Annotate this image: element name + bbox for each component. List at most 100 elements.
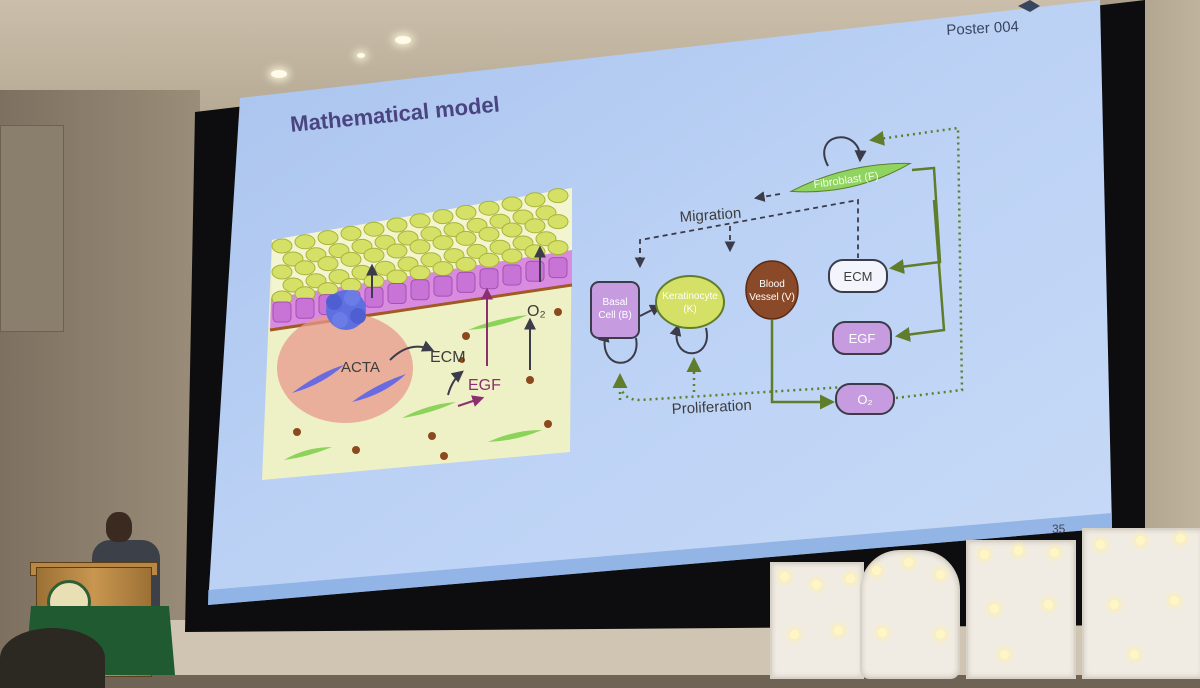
migration-label: Migration — [679, 205, 742, 226]
marquee-bulb — [1014, 546, 1023, 555]
keratinocyte-cell — [478, 252, 500, 268]
marquee-bulb — [1096, 540, 1105, 549]
marquee-bulb — [812, 580, 821, 589]
egf-label: EGF — [468, 377, 501, 394]
egf-node-label: EGF — [849, 331, 876, 346]
keratinocyte-cell — [547, 188, 569, 204]
speaker-head — [106, 512, 132, 542]
keratinocyte-node — [655, 275, 725, 329]
blood-vessel-to-o2 — [770, 320, 835, 410]
marquee-bulb — [1130, 650, 1139, 659]
ceiling-light — [395, 36, 411, 44]
keratinocyte-cell — [340, 225, 362, 241]
wound-illustration: ACTA ECM EGF O₂ — [262, 188, 573, 480]
cluster-mass — [326, 290, 366, 330]
basal-cell — [502, 264, 522, 286]
marquee-bulb — [1136, 536, 1145, 545]
marquee-bulb — [780, 572, 789, 581]
wall-panel — [0, 125, 64, 332]
basal-cell — [364, 286, 384, 308]
marquee-bulb — [1176, 534, 1185, 543]
basal-cell-label-1: Basal — [602, 297, 627, 308]
keratinocyte-label-2: (K) — [683, 304, 696, 315]
marquee-bulb — [904, 558, 913, 567]
model-diagram: Fibroblast (F) Basal Cell (B) Keratinocy… — [590, 126, 964, 418]
marquee-bulb — [846, 574, 855, 583]
keratinocyte-cell — [317, 230, 339, 246]
illustration-arrows — [366, 245, 546, 396]
keratinocyte-cell — [432, 235, 454, 251]
egf-node — [832, 321, 892, 355]
basal-cell — [456, 271, 476, 293]
keratinocyte-cell — [524, 192, 546, 208]
keratinocyte-cell — [409, 213, 431, 229]
basal-cell — [272, 301, 292, 323]
keratinocyte-cell — [455, 230, 477, 246]
marquee-bulb — [790, 630, 799, 639]
blood-vessel-label-2: Vessel (V) — [749, 292, 795, 303]
marquee-bulb — [990, 604, 999, 613]
keratinocyte-cell — [294, 260, 316, 276]
poster-logo — [1018, 0, 1040, 12]
keratinocyte-cell — [409, 265, 431, 281]
marquee-bulb — [878, 628, 887, 637]
marquee-bulb — [1110, 600, 1119, 609]
marquee-letter-s — [966, 540, 1076, 679]
marquee-bulb — [872, 566, 881, 575]
ceiling-light — [271, 70, 287, 78]
keratinocyte-cell — [363, 247, 385, 263]
keratinocyte-cell — [547, 240, 569, 256]
keratinocyte-cell — [432, 209, 454, 225]
keratinocyte-cell — [294, 234, 316, 250]
basal-cell — [433, 275, 453, 297]
fibroblast-to-egf — [895, 199, 946, 342]
keratinocyte-label-1: Keratinocyte — [662, 291, 718, 302]
keratinocyte-cell — [501, 196, 523, 212]
marquee-bulb — [980, 550, 989, 559]
basal-cell-node — [590, 281, 640, 339]
proliferation-label: Proliferation — [671, 397, 752, 418]
ceiling-light — [357, 53, 365, 58]
audience-head — [0, 628, 105, 688]
keratinocyte-self-loop — [669, 323, 708, 355]
marquee-bulb — [1170, 596, 1179, 605]
keratinocyte-cell — [363, 221, 385, 237]
marquee-bulb — [1000, 650, 1009, 659]
keratinocyte-cell — [386, 269, 408, 285]
basal-cell — [410, 279, 430, 301]
wound-region — [277, 313, 413, 423]
basal-cell — [548, 257, 568, 279]
keratinocyte-cell — [386, 243, 408, 259]
acta-label: ACTA — [341, 359, 380, 376]
basal-cell — [295, 297, 315, 319]
keratinocyte-cell — [501, 222, 523, 238]
keratinocyte-cell — [271, 264, 293, 280]
keratinocyte-cell — [317, 256, 339, 272]
keratinocyte-cell — [363, 273, 385, 289]
fibroblast-self-loop — [823, 136, 867, 167]
o2-label: O₂ — [527, 303, 546, 320]
slide-number: 35 — [1052, 522, 1066, 536]
keratinocyte-cell — [478, 226, 500, 242]
marquee-letter-s2 — [1082, 528, 1200, 679]
basal-cell — [525, 260, 545, 282]
basal-cell — [479, 268, 499, 290]
marquee-bulb — [936, 630, 945, 639]
keratinocyte-cell — [409, 239, 431, 255]
fibroblast-shapes — [284, 315, 542, 460]
keratinocyte-cell — [432, 261, 454, 277]
keratinocyte-cell — [524, 244, 546, 260]
basal-cell — [387, 283, 407, 304]
keratinocyte-cell — [501, 248, 523, 264]
ecm-node — [828, 259, 888, 293]
keratinocyte-cell — [547, 214, 569, 230]
keratinocyte-cell — [271, 238, 293, 254]
ecm-label: ECM — [430, 349, 466, 366]
keratinocyte-cell — [524, 218, 546, 234]
o2-node — [835, 383, 895, 415]
dots — [293, 308, 562, 460]
ecm-node-label: ECM — [844, 269, 873, 284]
fibroblast-to-ecm — [889, 166, 942, 274]
slide-bottom-strip — [208, 513, 1112, 605]
